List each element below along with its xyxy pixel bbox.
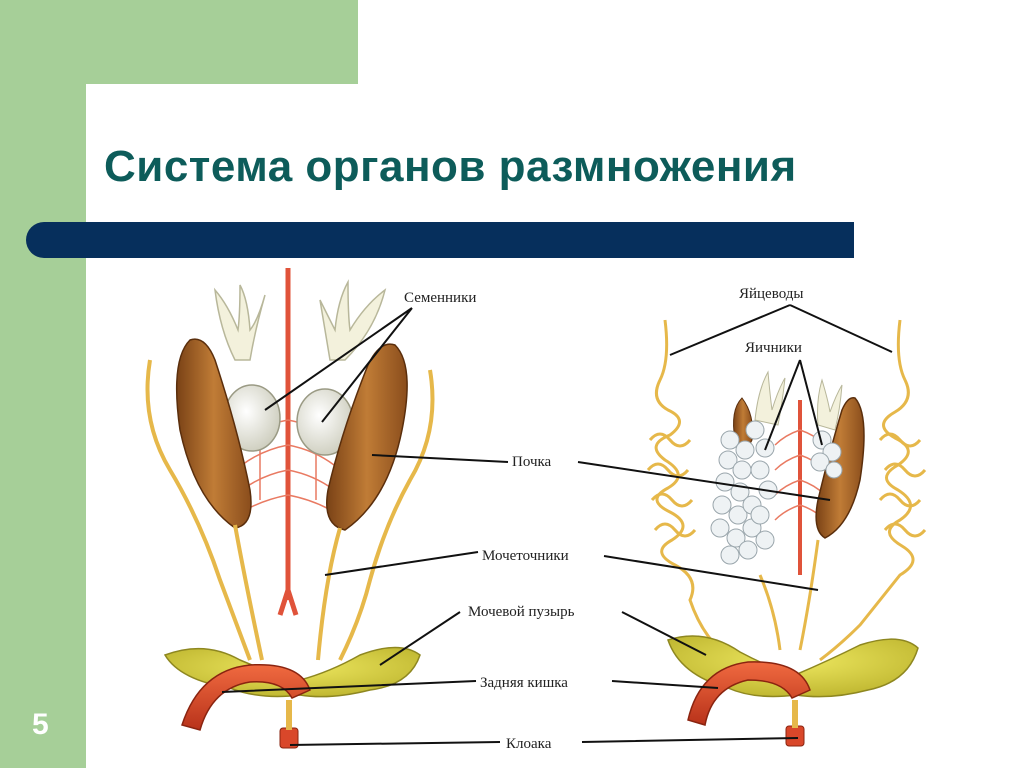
slide-number: 5 (32, 708, 49, 741)
female-oviducts (646, 319, 927, 662)
label-bladder: Мочевой пузырь (468, 604, 575, 620)
male-aorta (277, 268, 299, 616)
label-hindgut: Задняя кишка (480, 675, 568, 691)
female-system (646, 319, 927, 747)
female-ovaries (710, 420, 843, 565)
label-cloaca: Клоака (506, 736, 552, 752)
female-fat-bodies (754, 370, 843, 431)
male-fat-bodies (213, 279, 387, 361)
title-underline-bar (26, 222, 854, 258)
male-ducts (145, 359, 435, 661)
female-hindgut (687, 661, 811, 726)
male-system (145, 268, 435, 749)
label-ovaries: Яичники (745, 340, 802, 356)
label-kidney: Почка (512, 454, 552, 470)
female-cloaca (785, 725, 805, 747)
male-hindgut (181, 663, 311, 731)
label-oviducts: Яйцеводы (739, 286, 803, 302)
background-green-left (0, 0, 86, 768)
label-ureters: Мочеточники (482, 548, 569, 564)
leader-lines (221, 304, 893, 746)
male-kidney-left (175, 338, 252, 529)
slide-title: Система органов размножения (104, 142, 797, 191)
label-testes: Семенники (404, 290, 476, 306)
